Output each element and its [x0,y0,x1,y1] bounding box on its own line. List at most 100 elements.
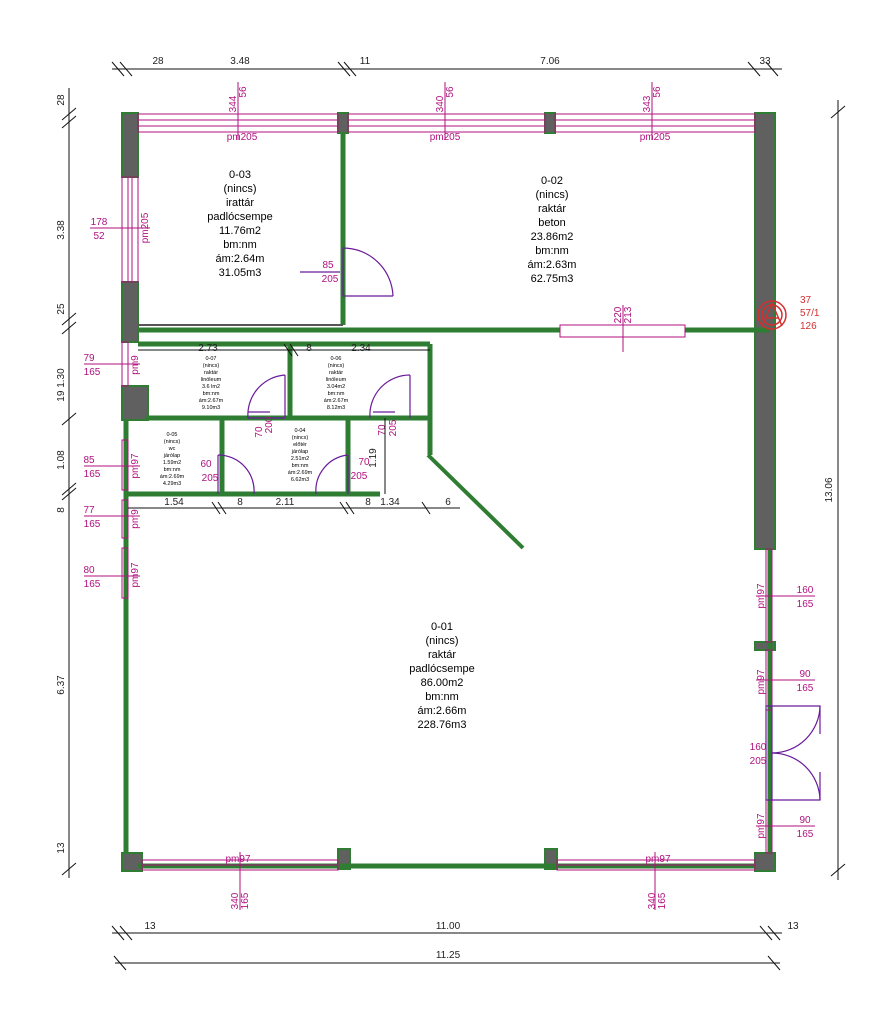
room-line: bm:nm [328,391,345,397]
room-line: bm:nm [292,463,309,469]
dim-left-4: 19 1.30 [56,368,67,402]
dim-bottom-total: 11.25 [436,950,461,961]
room-line: 62.75m3 [531,273,574,285]
window-top-3-width: 343 [642,95,653,112]
dim-left-3: 25 [56,303,67,315]
room-line: irattár [226,197,254,209]
room-line: előtér [293,442,307,448]
window-top-2-pm: pm205 [430,132,461,143]
room-line: (nincs) [425,635,458,647]
door-1-height: 205 [322,274,339,285]
room-line: ám:2.67m [199,398,224,404]
window-right-2-height: 165 [797,683,814,694]
dim-inner-9: 6 [445,497,451,508]
room-line: beton [538,217,566,229]
dim-inner-1: 2.73 [198,343,218,354]
room-0-03: 0-03 (nincs) irattár padlócsempe 11.76m2… [207,169,272,279]
room-line: linóleum [201,377,222,383]
dimension-top [111,61,782,77]
window-left-3-pm: pm97 [130,453,141,478]
room-line: ám:2.63m [528,259,577,271]
door-7-height: 205 [750,756,767,767]
room-line: linóleum [326,377,347,383]
chimney-label-2: 57/1 [800,308,820,319]
room-line: 0-01 [431,621,453,633]
window-right-2-width: 90 [799,669,811,680]
glass-partition [426,453,525,550]
door-3-width: 70 [254,426,265,438]
window-bottom-2-width: 340 [647,892,658,909]
dim-inner-4: 1.54 [164,497,184,508]
window-bottom-1-height: 165 [240,892,251,909]
room-line: (nincs) [203,363,220,369]
window-left-2-pm: pm9 [130,355,141,375]
door-5-height: 205 [202,473,219,484]
room-line: (nincs) [328,363,345,369]
dimension-bottom [111,925,782,971]
window-top-2-height: 56 [445,86,456,98]
door-1-width: 85 [322,260,334,271]
dim-left-6: 8 [56,507,67,513]
dim-inner-5: 8 [237,497,243,508]
chimney-icon [757,300,787,330]
room-line: 31.05m3 [219,267,262,279]
room-line: (nincs) [164,439,181,445]
window-left-2-width: 79 [83,353,95,364]
room-line: 1.59m2 [163,460,181,466]
dim-bottom-2: 11.00 [436,921,461,932]
dim-left-1: 28 [56,94,67,106]
room-line: raktár [204,370,218,376]
dim-left-8: 13 [56,842,67,854]
room-line: ám:2.66m [418,705,467,717]
window-right-2-pm: pm97 [756,669,767,694]
room-0-04: 0-04 (nincs) előtér járólap 2.51m2 bm:nm… [288,428,313,483]
window-left-5-width: 80 [83,565,95,576]
room-line: 228.76m3 [418,719,467,731]
room-line: (nincs) [292,435,309,441]
window-top-1-width: 344 [228,95,239,112]
dim-inner-6: 2.11 [276,497,295,508]
window-left-5-pm: pm97 [130,562,141,587]
room-line: (nincs) [223,183,256,195]
window-left-2-height: 165 [84,367,101,378]
dim-bottom-3: 13 [787,921,799,932]
door-3-height: 200 [264,416,275,433]
window-left-1-height: 52 [93,231,105,242]
room-0-06: 0-06 (nincs) raktár linóleum 3.04m2 bm:n… [324,356,349,411]
dim-door-side: 1.19 [368,448,379,468]
dim-top-1: 28 [152,56,164,67]
window-left-1-width: 178 [91,217,108,228]
dim-inner-8: 1.34 [380,497,400,508]
room-line: járólap [163,453,181,459]
room-line: ám:2.69m [288,470,313,476]
window-left-3-width: 85 [83,455,95,466]
room-line: padlócsempe [409,663,474,675]
room-line: 0-04 [294,428,305,434]
room-line: 11.76m2 [219,225,261,237]
room-line: 0-05 [166,432,177,438]
room-line: bm:nm [425,691,459,703]
room-line: 3.04m2 [327,384,345,390]
window-leaders [84,82,815,910]
window-left-5-height: 165 [84,579,101,590]
room-line: padlócsempe [207,211,272,223]
window-right-1-pm: pm97 [756,583,767,608]
room-line: 8.12m3 [327,405,345,411]
window-top-3-height: 56 [652,86,663,98]
door-6-width: 70 [358,457,370,468]
room-line: ám:2.67m [324,398,349,404]
room-line: bm:nm [164,467,181,473]
window-left-3-height: 165 [84,469,101,480]
room-line: 0-06 [330,356,341,362]
dim-top-4: 7.06 [540,56,560,67]
room-line: wc [168,446,176,452]
window-bottom-2-height: 165 [657,892,668,909]
room-line: járólap [291,449,309,455]
window-top-1-pm: pm205 [227,132,258,143]
window-bottom-1-pm: pm97 [225,854,250,865]
window-right-3-pm: pm97 [756,813,767,838]
room-line: 0-03 [229,169,251,181]
room-line: 86.00m2 [421,677,464,689]
window-right-3-height: 165 [797,829,814,840]
room-line: 6.62m3 [291,477,309,483]
